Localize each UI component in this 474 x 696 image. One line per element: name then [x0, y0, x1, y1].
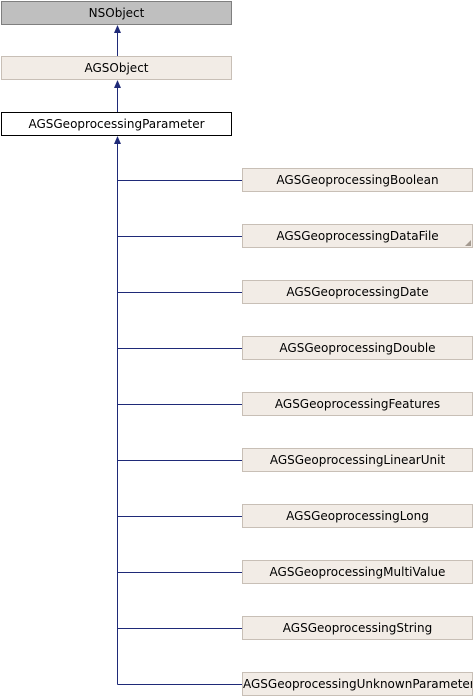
inheritance-connectors	[114, 25, 242, 685]
nsobject-node[interactable]: NSObject	[1, 1, 232, 25]
subclass-node[interactable]: AGSGeoprocessingDataFile	[242, 224, 473, 248]
arrowhead-parameter	[114, 136, 121, 144]
arrowhead-agsobject	[114, 80, 121, 88]
subclass-node[interactable]: AGSGeoprocessingString	[242, 616, 473, 640]
truncated-corner-icon	[465, 240, 471, 246]
agsgeoprocessingparameter-node: AGSGeoprocessingParameter	[1, 112, 232, 136]
subclass-node[interactable]: AGSGeoprocessingDate	[242, 280, 473, 304]
subclass-node[interactable]: AGSGeoprocessingUnknownParameter	[242, 672, 473, 696]
subclass-node[interactable]: AGSGeoprocessingFeatures	[242, 392, 473, 416]
arrowhead-nsobject	[114, 25, 121, 33]
subclass-node[interactable]: AGSGeoprocessingLinearUnit	[242, 448, 473, 472]
subclass-node[interactable]: AGSGeoprocessingLong	[242, 504, 473, 528]
subclass-node[interactable]: AGSGeoprocessingBoolean	[242, 168, 473, 192]
subclass-node[interactable]: AGSGeoprocessingDouble	[242, 336, 473, 360]
agsobject-node[interactable]: AGSObject	[1, 56, 232, 80]
subclass-node[interactable]: AGSGeoprocessingMultiValue	[242, 560, 473, 584]
